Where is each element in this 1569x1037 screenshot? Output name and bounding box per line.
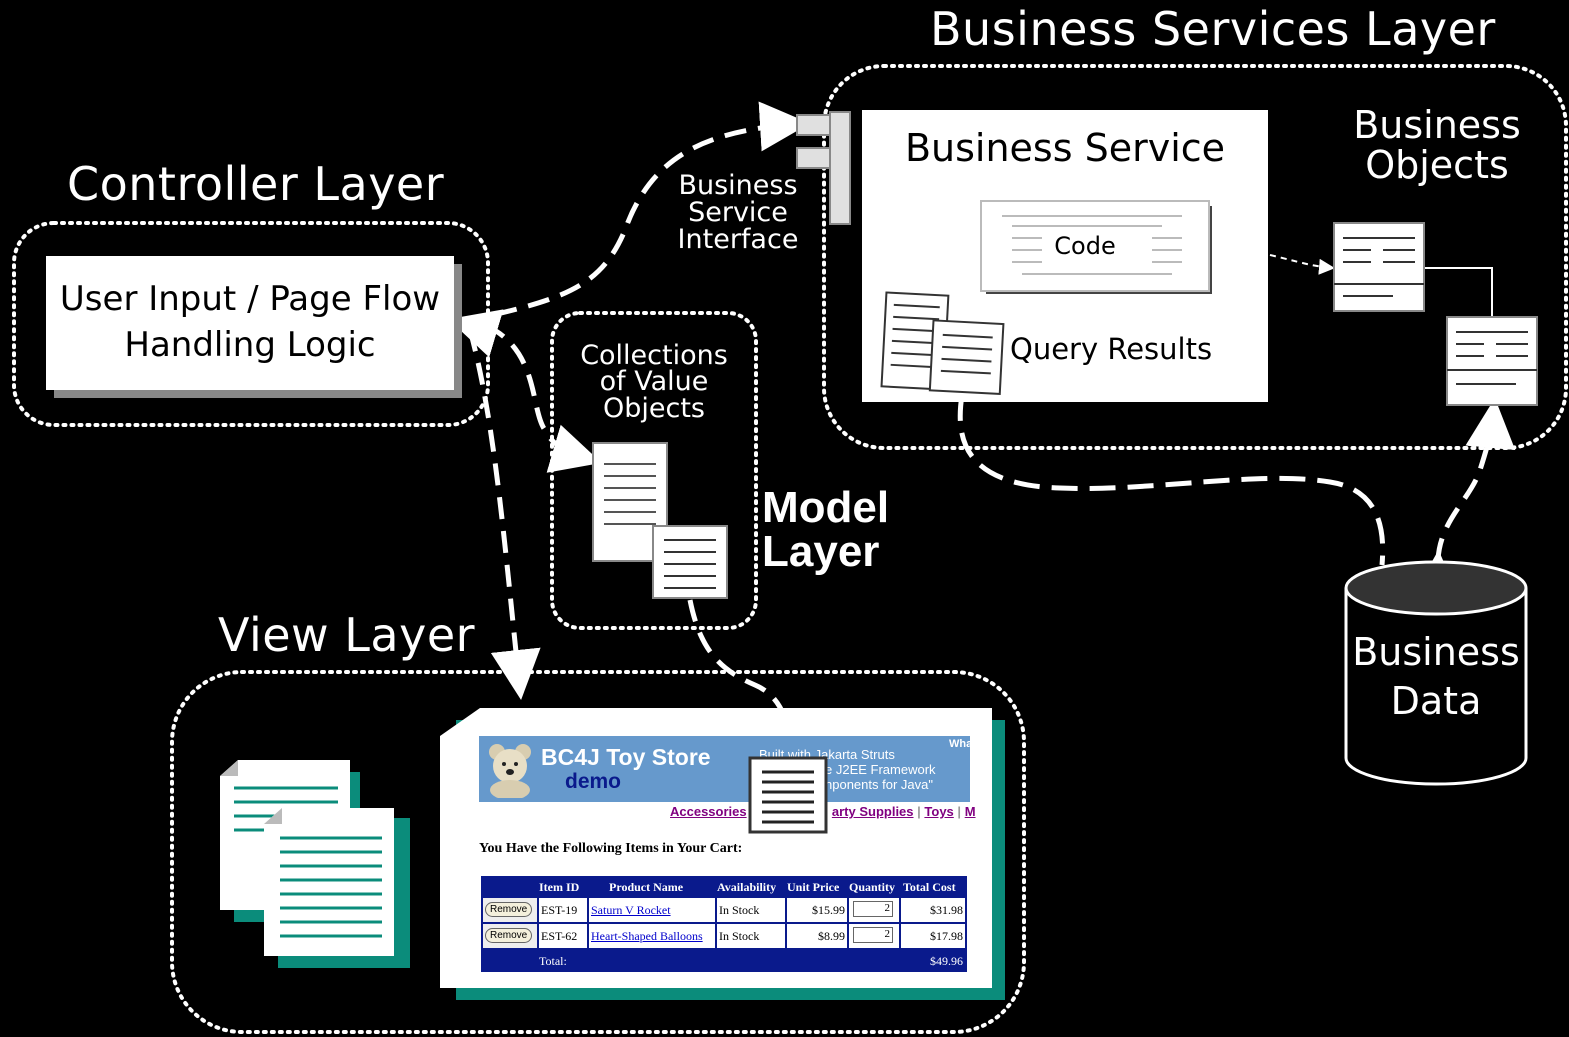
business-object-icon-2: [1446, 316, 1538, 406]
toy-store-title: BC4J Toy Store: [541, 744, 711, 770]
row-unit-price: $15.99: [812, 903, 845, 917]
toy-store-page: BC4J Toy Store demo Built with Jakarta S…: [440, 708, 992, 988]
arrow-query-to-data: [957, 394, 1386, 566]
business-objects-label: Business Objects: [1353, 103, 1521, 187]
col-availability: Availability: [717, 880, 777, 894]
model-layer-title: Model Layer: [762, 483, 890, 576]
col-total-cost: Total Cost: [903, 880, 956, 894]
nav-party-supplies[interactable]: arty Supplies: [831, 804, 914, 819]
query-results-label: Query Results: [1010, 332, 1213, 366]
arrow-data-to-objects: [1411, 398, 1516, 602]
transferred-document-icon: [748, 756, 828, 834]
teddy-bear-icon: [489, 744, 531, 798]
toy-store-banner: BC4J Toy Store demo Built with Jakarta S…: [479, 736, 970, 802]
query-results-icon: [880, 291, 1005, 395]
business-data-label: Business Data: [1352, 630, 1520, 724]
controller-logic-line2: Handling Logic: [124, 325, 376, 365]
row-availability: In Stock: [719, 929, 760, 943]
objects-link: [1425, 267, 1493, 316]
col-quantity: Quantity: [849, 880, 896, 894]
row-total: $31.98: [930, 903, 963, 917]
business-object-icon: [1333, 222, 1425, 312]
controller-layer-title: Controller Layer: [67, 157, 445, 211]
business-services-container: [822, 64, 1568, 450]
view-layer-title: View Layer: [218, 608, 476, 662]
controller-layer-container: [12, 221, 490, 427]
row-unit-price: $8.99: [818, 929, 845, 943]
business-services-layer-title: Business Services Layer: [930, 2, 1496, 56]
database-icon: [1344, 560, 1528, 786]
table-row: Remove EST-62 Heart-Shaped Balloons In S…: [483, 924, 965, 948]
business-service-title: Business Service: [904, 126, 1226, 170]
arrow-code-to-objects: [1269, 254, 1335, 275]
code-label: Code: [1054, 232, 1116, 260]
cart-heading: You Have the Following Items in Your Car…: [479, 841, 743, 856]
row-product-link[interactable]: Saturn V Rocket: [591, 903, 671, 917]
remove-button[interactable]: Remove: [485, 902, 533, 917]
col-item-id: Item ID: [539, 880, 580, 894]
controller-logic-box: User Input / Page Flow Handling Logic: [46, 256, 454, 390]
arrow-interface-to-controller-head: [448, 309, 504, 358]
view-layer-container: [170, 670, 1026, 1034]
nav-accessories[interactable]: Accessories: [670, 804, 747, 819]
row-item-id: EST-62: [541, 929, 578, 943]
business-service-interface-label: Business Service Interface: [677, 170, 799, 255]
cart-header-row: Item ID Product Name Availability Unit P…: [481, 880, 967, 896]
view-pages-icon: [220, 760, 410, 968]
toy-store-subtitle: demo: [565, 770, 622, 793]
row-total: $17.98: [930, 929, 963, 943]
col-product-name: Product Name: [609, 880, 684, 894]
value-objects-icon: [592, 442, 728, 599]
total-value: $49.96: [930, 954, 963, 968]
col-unit-price: Unit Price: [787, 880, 840, 894]
arrow-controller-to-interface: [461, 101, 810, 325]
row-availability: In Stock: [719, 903, 760, 917]
business-service-interface-shape: [796, 111, 851, 225]
table-row: Remove EST-19 Saturn V Rocket In Stock $…: [483, 898, 965, 922]
nav-more[interactable]: M: [964, 804, 976, 819]
nav-toys[interactable]: Toys: [924, 804, 954, 819]
row-product-link[interactable]: Heart-Shaped Balloons: [591, 929, 703, 943]
code-document-icon: Code: [980, 200, 1210, 292]
toy-store-nav: Accessories arty Supplies | Toys | M: [670, 804, 976, 819]
business-service-box: Business Service Code: [862, 110, 1268, 402]
cart-table: Item ID Product Name Availability Unit P…: [481, 876, 967, 972]
total-label: Total:: [539, 954, 567, 968]
remove-button[interactable]: Remove: [485, 928, 533, 943]
collections-label: Collections of Value Objects: [580, 340, 728, 424]
toy-store-corner-link[interactable]: Wha: [949, 738, 970, 750]
arrow-controller-to-view: [467, 329, 541, 700]
controller-logic-line1: User Input / Page Flow: [59, 279, 441, 320]
arrow-controller-to-collections: [483, 322, 602, 473]
row-item-id: EST-19: [541, 903, 578, 917]
quantity-input[interactable]: 2: [853, 901, 893, 917]
quantity-input[interactable]: 2: [853, 927, 893, 943]
